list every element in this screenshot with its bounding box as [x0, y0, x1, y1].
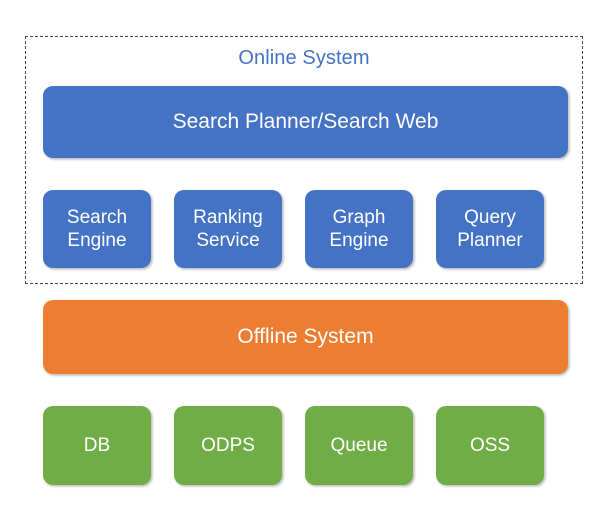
node-label: Queue [330, 435, 388, 456]
node-search-engine[interactable]: Search Engine [43, 190, 151, 268]
online-system-group-border [25, 36, 583, 284]
node-label: OSS [469, 435, 511, 456]
node-label: DB [83, 435, 111, 456]
node-queue[interactable]: Queue [305, 406, 413, 485]
node-oss[interactable]: OSS [436, 406, 544, 485]
node-label: Ranking Service [193, 207, 263, 251]
node-graph-engine[interactable]: Graph Engine [305, 190, 413, 268]
node-query-planner[interactable]: Query Planner [436, 190, 544, 268]
node-label: Offline System [237, 325, 374, 348]
node-db[interactable]: DB [43, 406, 151, 485]
node-label: Graph Engine [329, 207, 389, 251]
node-ranking-service[interactable]: Ranking Service [174, 190, 282, 268]
online-system-group-title: Online System [238, 47, 370, 69]
node-label: Query Planner [457, 207, 523, 251]
node-label: ODPS [201, 435, 255, 456]
node-offline-system[interactable]: Offline System [43, 300, 568, 374]
node-label: Search Planner/Search Web [172, 110, 439, 133]
node-search-planner-search-web[interactable]: Search Planner/Search Web [43, 86, 568, 158]
node-label: Search Engine [66, 207, 128, 251]
node-odps[interactable]: ODPS [174, 406, 282, 485]
